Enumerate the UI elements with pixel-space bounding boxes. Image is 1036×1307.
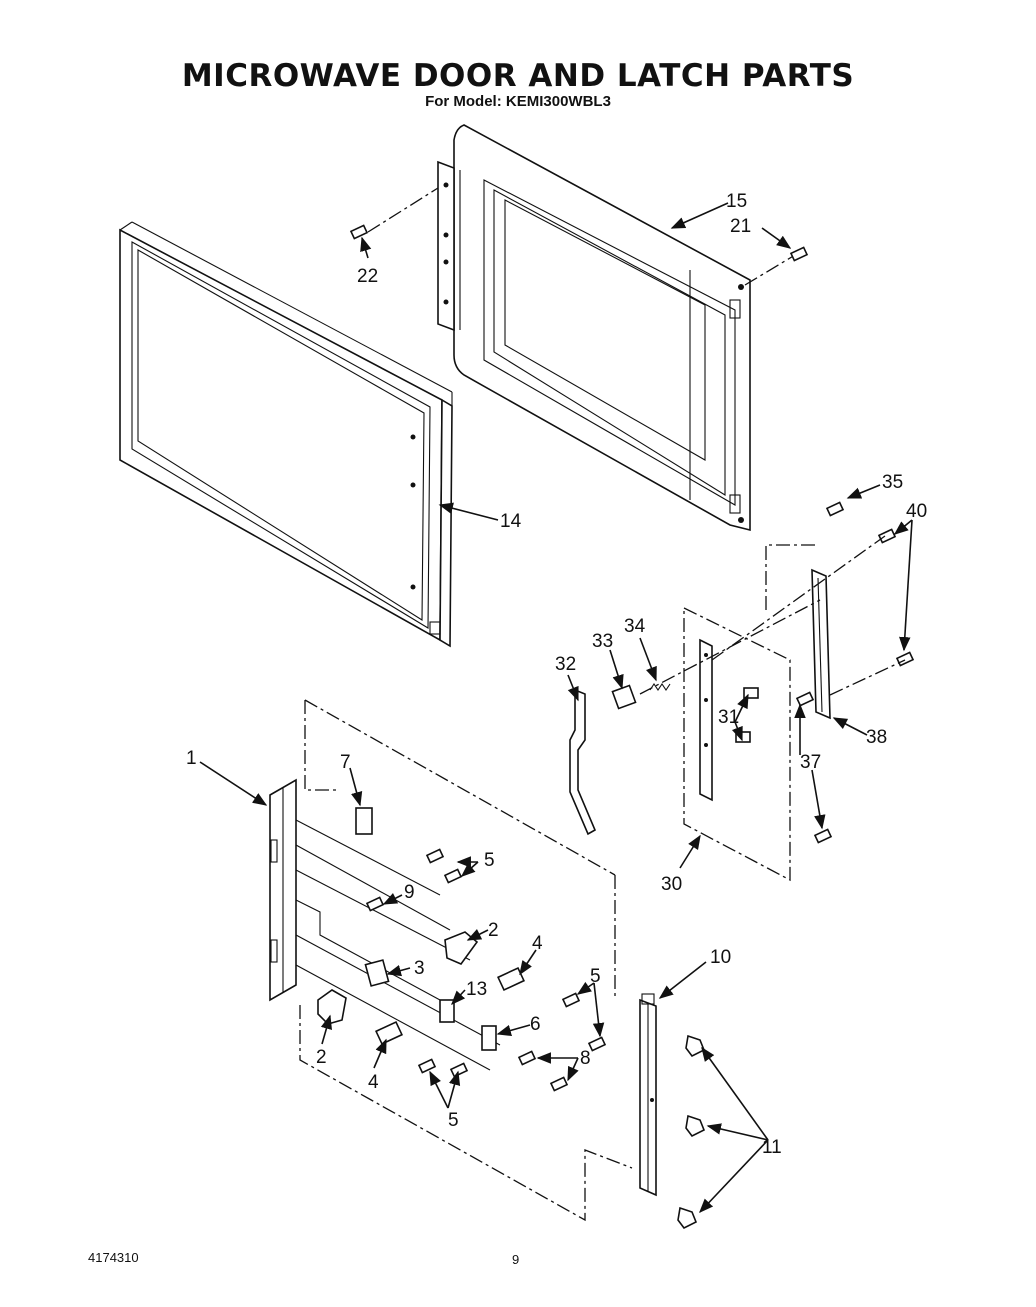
callout-15: 15 xyxy=(726,191,747,212)
callout-8: 8 xyxy=(580,1048,591,1069)
page-number: 9 xyxy=(512,1252,520,1267)
callout-5-top: 5 xyxy=(484,850,495,871)
screw-21 xyxy=(744,246,809,286)
page-title: MICROWAVE DOOR AND LATCH PARTS xyxy=(181,58,855,94)
callout-9: 9 xyxy=(404,882,415,903)
callout-21: 21 xyxy=(730,216,751,237)
inner-door-panel xyxy=(437,124,751,532)
callout-40: 40 xyxy=(906,501,927,522)
callout-31: 31 xyxy=(718,707,739,728)
outer-door-frame xyxy=(119,221,453,648)
callout-5-right: 5 xyxy=(590,966,601,987)
callout-2-left: 2 xyxy=(316,1047,327,1068)
document-number: 4174310 xyxy=(88,1250,139,1265)
latch-subassembly-upper xyxy=(569,501,915,882)
callout-7: 7 xyxy=(340,752,351,773)
callout-2-right: 2 xyxy=(488,920,499,941)
latch-bar xyxy=(639,993,657,1197)
callout-38: 38 xyxy=(866,727,887,748)
callout-3: 3 xyxy=(414,958,425,979)
callout-1: 1 xyxy=(186,748,197,769)
latch-plate-assembly xyxy=(269,699,633,1222)
callout-32: 32 xyxy=(555,654,576,675)
callout-30: 30 xyxy=(661,874,682,895)
callout-13: 13 xyxy=(466,979,487,1000)
callout-14: 14 xyxy=(500,511,522,532)
bumpers xyxy=(677,1034,706,1230)
screw-22 xyxy=(349,187,439,240)
callout-34: 34 xyxy=(624,616,646,637)
callout-10: 10 xyxy=(710,947,731,968)
callout-33: 33 xyxy=(592,631,613,652)
callout-35: 35 xyxy=(882,472,903,493)
callout-22: 22 xyxy=(357,266,378,287)
leader-lines xyxy=(199,202,913,1214)
callout-labels: 15 21 22 14 35 40 32 33 34 31 38 37 30 1… xyxy=(186,191,927,1158)
callout-4-right: 4 xyxy=(532,933,543,954)
callout-6: 6 xyxy=(530,1014,541,1035)
model-subtitle: For Model: KEMI300WBL3 xyxy=(425,93,611,110)
callout-37: 37 xyxy=(800,752,821,773)
callout-5-bottom: 5 xyxy=(448,1110,459,1131)
callout-4-left: 4 xyxy=(368,1072,379,1093)
callout-11: 11 xyxy=(762,1137,782,1158)
